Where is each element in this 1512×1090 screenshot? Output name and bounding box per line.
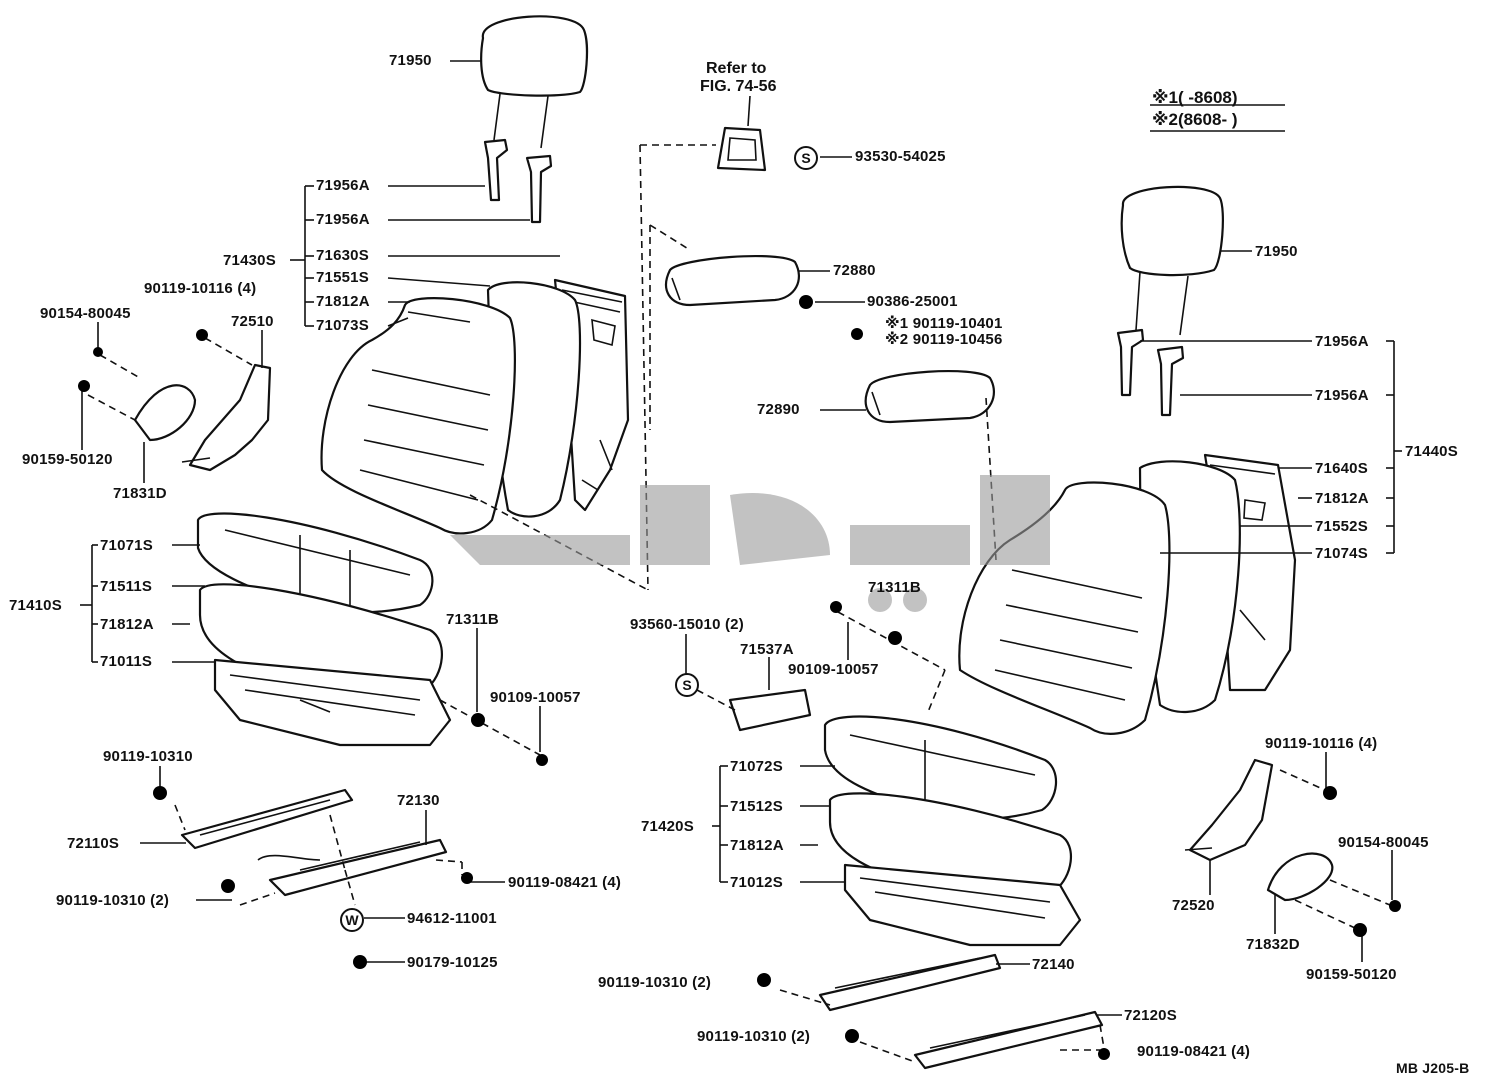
recliner-left [133, 363, 272, 472]
switch-bezel [716, 126, 767, 172]
armrest-72880 [664, 254, 801, 307]
label-71552s: 71552S [1315, 518, 1368, 535]
label-71630s: 71630S [316, 247, 369, 264]
label-71074s: 71074S [1315, 545, 1368, 562]
label-71072s: 71072S [730, 758, 783, 775]
legend-line-1: ※1( -8608) [1152, 87, 1238, 109]
label-90159-50120-right: 90159-50120 [1306, 966, 1397, 983]
label-71640s: 71640S [1315, 460, 1368, 477]
legend-range-2: (8608- ) [1177, 110, 1238, 129]
label-71430s: 71430S [223, 252, 276, 269]
legend-mark-2: ※2 [1152, 110, 1178, 129]
label-71537a: 71537A [740, 641, 794, 658]
label-71812a-right-1: 71812A [1315, 490, 1369, 507]
label-90119-08421-right: 90119-08421 (4) [1137, 1043, 1251, 1060]
label-93530-54025: 93530-54025 [855, 148, 946, 165]
label-90119-10116-right: 90119-10116 (4) [1265, 735, 1378, 752]
label-72890: 72890 [757, 401, 800, 418]
legend-line-2: ※2(8608- ) [1152, 109, 1238, 131]
label-71956a-left-2: 71956A [316, 211, 370, 228]
seatback-cover-left [320, 297, 516, 535]
label-71950-right: 71950 [1255, 243, 1298, 260]
seat-adjuster-72120s [913, 1010, 1104, 1070]
label-71812a-left-2: 71812A [100, 616, 154, 633]
label-90119-08421-left: 90119-08421 (4) [508, 874, 622, 891]
label-71832d: 71832D [1246, 936, 1300, 953]
label-72130: 72130 [397, 792, 440, 809]
armrest-72890 [864, 370, 996, 424]
cushion-frame-left [213, 658, 452, 747]
symbol-w-94612: W [340, 908, 364, 932]
label-71073s: 71073S [316, 317, 369, 334]
label-90386-25001: 90386-25001 [867, 293, 958, 310]
label-90119-10401: ※1 90119-10401 [885, 315, 1003, 332]
label-71311b-left: 71311B [446, 611, 499, 628]
label-71956a-right-2: 71956A [1315, 387, 1369, 404]
label-71071s: 71071S [100, 537, 153, 554]
headrest-left [480, 15, 589, 149]
headrest-support-right [1116, 328, 1185, 417]
legend-mark-1: ※1 [1152, 88, 1178, 107]
label-71956a-right-1: 71956A [1315, 333, 1369, 350]
label-71950-left: 71950 [389, 52, 432, 69]
label-90119-10310-top: 90119-10310 [103, 748, 193, 765]
watermark-logo [450, 475, 1050, 612]
label-90154-80045-left: 90154-80045 [40, 305, 131, 322]
label-71440s: 71440S [1405, 443, 1458, 460]
label-72140: 72140 [1032, 956, 1075, 973]
symbol-s-93530: S [794, 146, 818, 170]
label-71812a-right-2: 71812A [730, 837, 784, 854]
leader-lines [80, 60, 1402, 1016]
label-90119-10310-2-center-1: 90119-10310 (2) [598, 974, 712, 991]
label-72110s: 72110S [67, 835, 120, 852]
refer-note-line-1: Refer to [706, 60, 767, 77]
label-71812a-left-1: 71812A [316, 293, 370, 310]
label-71011s: 71011S [100, 653, 153, 670]
label-71311b-center: 71311B [868, 579, 921, 596]
label-71956a-left-1: 71956A [316, 177, 370, 194]
label-90109-10057-left: 90109-10057 [490, 689, 581, 706]
refer-note-line-2: FIG. 74-56 [700, 78, 777, 95]
label-71512s: 71512S [730, 798, 783, 815]
label-71511s: 71511S [100, 578, 153, 595]
label-72880: 72880 [833, 262, 876, 279]
seat-adjuster-72140 [818, 953, 1002, 1012]
symbol-s-93560: S [675, 673, 699, 697]
label-72120s: 72120S [1124, 1007, 1177, 1024]
label-93560-15010: 93560-15010 (2) [630, 616, 744, 633]
headrest-support-left [483, 138, 553, 224]
label-90119-10456: ※2 90119-10456 [885, 331, 1003, 348]
recliner-right [1184, 758, 1334, 902]
label-72520: 72520 [1172, 897, 1215, 914]
label-72510: 72510 [231, 313, 274, 330]
label-90109-10057-center: 90109-10057 [788, 661, 879, 678]
cover-71537a [728, 688, 812, 732]
label-90159-50120-left: 90159-50120 [22, 451, 113, 468]
label-90119-10310-2-center-2: 90119-10310 (2) [697, 1028, 811, 1045]
label-90179-10125: 90179-10125 [407, 954, 498, 971]
label-71551s: 71551S [316, 269, 369, 286]
label-94612-11001: 94612-11001 [407, 910, 497, 927]
label-90119-10310-2-left: 90119-10310 (2) [56, 892, 170, 909]
label-71420s: 71420S [641, 818, 694, 835]
label-90154-80045-right: 90154-80045 [1338, 834, 1429, 851]
label-90119-10116-left: 90119-10116 (4) [144, 280, 257, 297]
cushion-frame-right [843, 863, 1082, 947]
label-71012s: 71012S [730, 874, 783, 891]
footer-code: MB J205-B [1396, 1060, 1470, 1076]
seat-adjuster-72110s [180, 788, 354, 850]
legend-range-1: ( -8608) [1177, 88, 1238, 107]
seat-adjuster-72130 [257, 838, 448, 897]
label-71831d: 71831D [113, 485, 167, 502]
label-71410s: 71410S [9, 597, 62, 614]
headrest-right [1120, 185, 1224, 336]
fasteners [78, 295, 1401, 1060]
